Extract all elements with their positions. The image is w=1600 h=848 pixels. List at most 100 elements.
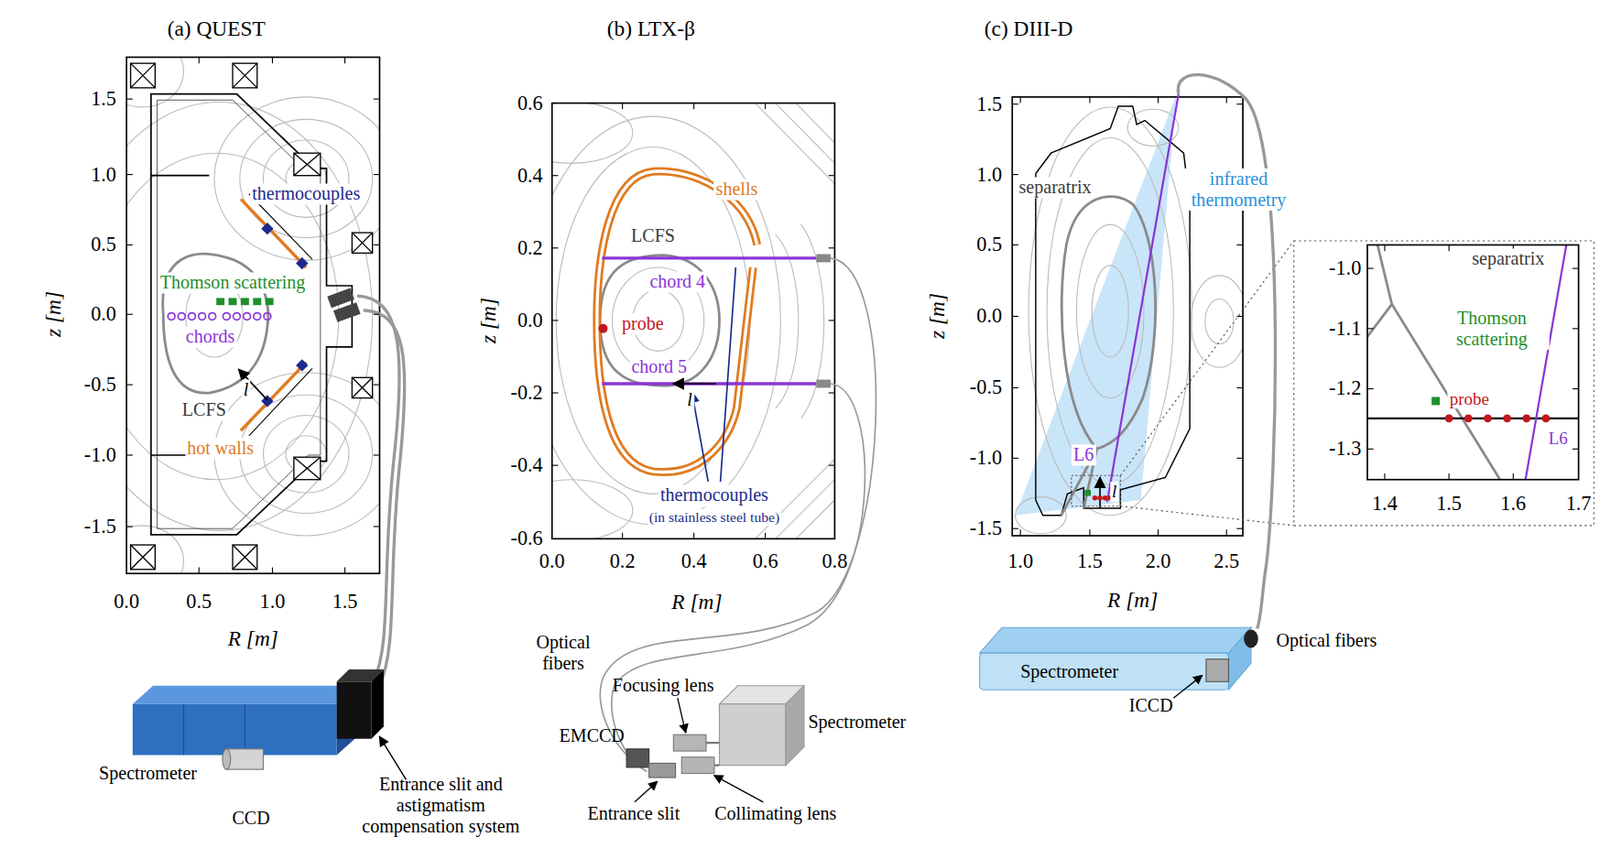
quest-panel-shape-shape xyxy=(214,97,380,261)
tick-marks-shape xyxy=(126,174,133,175)
label: 0.0 xyxy=(976,304,1002,329)
ltx-panel-shape-shape xyxy=(552,479,633,540)
diii-d-panel-shape xyxy=(1061,196,1156,516)
quest-panel-shape xyxy=(216,297,273,305)
tick-marks-shape xyxy=(373,384,381,386)
label: 1.5 xyxy=(976,92,1002,117)
quest-panel-shape xyxy=(363,310,405,686)
tick-marks-shape xyxy=(1157,529,1159,536)
tick-marks-shape xyxy=(552,465,559,467)
quest-panel-shape-shape xyxy=(351,377,372,398)
ltx-panel-shape xyxy=(552,103,836,540)
quest-panel-shape-shape xyxy=(293,152,321,176)
tick-marks-shape xyxy=(828,247,836,249)
label: Entrance slit xyxy=(587,804,681,826)
tick-marks-shape xyxy=(693,533,695,540)
label: ICCD xyxy=(1129,695,1174,717)
label: thermocouples xyxy=(658,485,771,507)
diii-d-panel-shape xyxy=(979,627,1252,654)
tick-marks-shape xyxy=(1367,327,1374,329)
quest-panel-shape xyxy=(249,194,313,436)
tick-marks-shape xyxy=(1367,388,1374,390)
label: -1.0 xyxy=(1328,256,1361,281)
quest-panel-shape-shape xyxy=(252,297,262,305)
label: chords xyxy=(184,326,237,348)
quest-panel-shape-shape xyxy=(130,63,156,88)
label: l xyxy=(241,379,251,401)
diii-d-panel-shape xyxy=(1177,75,1275,630)
quest-panel-shape-shape xyxy=(126,101,373,531)
ltx-panel-shape xyxy=(598,324,608,334)
tick-marks xyxy=(126,56,1579,574)
quest-panel-shape-shape xyxy=(333,302,361,323)
tick-marks-shape xyxy=(828,319,836,321)
label: 1.5 xyxy=(1436,492,1462,517)
tick-marks-shape xyxy=(1088,529,1090,536)
quest-panel-shape xyxy=(132,685,358,705)
quest-panel-shape-shape xyxy=(198,313,207,321)
diii-d-panel-shape xyxy=(1071,475,1121,506)
ltx-panel-shape xyxy=(626,749,650,768)
label: chord 4 xyxy=(647,271,708,293)
label: 1.0 xyxy=(260,590,286,615)
diii-d-panel-shape xyxy=(1120,240,1294,526)
ltx-panel-shape xyxy=(552,103,836,540)
label: 1.4 xyxy=(1371,492,1398,517)
tick-marks-shape xyxy=(1448,244,1450,251)
quest-panel-shape xyxy=(371,669,384,740)
label: -1.0 xyxy=(84,443,117,468)
diii-d-panel-shape xyxy=(1015,97,1243,534)
tick-marks-shape xyxy=(764,103,766,110)
tick-marks-shape xyxy=(344,567,346,575)
label: chord 5 xyxy=(629,357,689,379)
quest-panel-shape xyxy=(184,704,246,756)
quest-panel-shape-shape xyxy=(232,544,258,570)
tick-marks-shape xyxy=(828,174,836,176)
tick-marks-shape xyxy=(1012,457,1019,459)
quest-panel-shape xyxy=(326,288,360,323)
label: 1.0 xyxy=(976,163,1002,187)
label: 2.5 xyxy=(1213,549,1240,574)
tick-marks-shape xyxy=(198,567,200,575)
inset-panel-shape-shape xyxy=(1464,413,1473,423)
tick-marks-shape xyxy=(373,244,381,246)
quest-panel-shape-shape xyxy=(265,297,274,305)
diii-d-panel-shape-shape-shape xyxy=(1190,275,1243,368)
ltx-panel-shape xyxy=(785,685,805,766)
label: Spectrometer xyxy=(98,762,197,784)
ltx-panel-shape xyxy=(634,782,658,803)
tick-marks-shape xyxy=(1236,244,1243,246)
label: LCFS xyxy=(180,399,229,421)
label: 1.5 xyxy=(1077,549,1103,574)
quest-panel-shape-shape xyxy=(243,313,251,321)
label: l xyxy=(1110,481,1119,502)
label: 0.5 xyxy=(976,233,1002,258)
tick-marks-shape xyxy=(552,391,559,393)
label: R [m] xyxy=(228,626,279,652)
label: 0.2 xyxy=(609,549,636,574)
quest-panel-shape xyxy=(357,295,400,682)
tick-marks-shape xyxy=(552,174,559,176)
quest-panel-shape-shape xyxy=(293,457,321,480)
diii-d-panel-shape xyxy=(1012,97,1243,536)
ltx-panel-shape-shape xyxy=(816,380,831,389)
quest-panel-shape-shape xyxy=(130,544,156,570)
inset-panel-shape-shape xyxy=(1367,244,1501,479)
tick-marks-shape xyxy=(621,533,623,540)
quest-panel-shape-shape xyxy=(295,359,308,371)
quest-panel-shape-shape xyxy=(233,313,241,321)
label: EMCCD xyxy=(559,726,625,748)
diii-d-panel-shape xyxy=(1084,489,1091,497)
quest-panel-shape-shape xyxy=(130,544,156,570)
label: Optical fibers xyxy=(1276,630,1378,652)
ltx-panel-shape xyxy=(673,734,707,752)
ltx-panel xyxy=(510,101,876,802)
label: 0.6 xyxy=(752,549,779,574)
tick-marks-shape xyxy=(1572,448,1579,450)
quest-panel-shape xyxy=(157,99,321,529)
tick-marks-shape xyxy=(1012,103,1019,105)
ltx-panel-shape-shape xyxy=(754,103,835,540)
label: 1.5 xyxy=(90,87,117,111)
tick-marks-shape xyxy=(126,384,133,386)
